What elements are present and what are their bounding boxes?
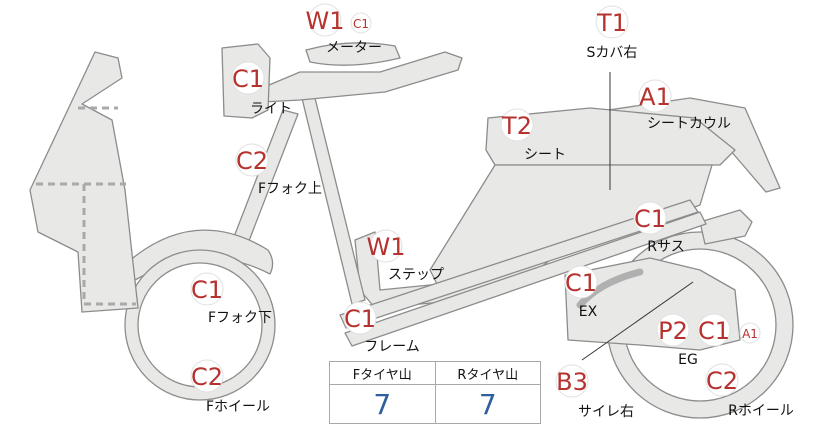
silencer-code: B3 bbox=[556, 368, 588, 396]
rear-suspension-code: C1 bbox=[634, 205, 666, 233]
front-tyre-header: Fタイヤ山 bbox=[329, 361, 436, 385]
meter-shape bbox=[305, 42, 401, 66]
front-wheel bbox=[124, 249, 276, 401]
engine-label: EG bbox=[678, 352, 698, 368]
seat-cover-label: Sカバ右 bbox=[587, 45, 638, 61]
rear-shock bbox=[699, 209, 753, 245]
seat-code: T2 bbox=[501, 112, 532, 140]
exhaust-label: EX bbox=[579, 304, 598, 320]
fork-upper-code: C2 bbox=[236, 147, 268, 175]
rear-wheel-code: C2 bbox=[706, 367, 738, 395]
meter-label: メーター bbox=[326, 40, 382, 56]
meter-sub-code: C1 bbox=[353, 17, 369, 31]
meter-code: W1 bbox=[306, 7, 345, 35]
light-label: ライト bbox=[250, 101, 292, 117]
frame-rail-lower bbox=[344, 211, 707, 347]
silencer-leader-line bbox=[581, 281, 694, 361]
fork-lower-label: Fフォク下 bbox=[208, 310, 272, 326]
engine-code: P2 bbox=[658, 317, 688, 345]
light-code: C1 bbox=[232, 65, 264, 93]
rear-tyre-value: 7 bbox=[434, 384, 541, 424]
front-wheel-code: C2 bbox=[191, 363, 223, 391]
front-wheel-label: Fホイール bbox=[206, 399, 270, 415]
fork-upper-label: Fフォク上 bbox=[258, 181, 322, 197]
engine-sub-code: A1 bbox=[742, 327, 758, 341]
front-tyre-value: 7 bbox=[329, 384, 436, 424]
rear-wheel-label: Rホイール bbox=[728, 403, 794, 419]
rear-tyre-header: Rタイヤ山 bbox=[434, 361, 541, 385]
tyre-tread-table: Fタイヤ山 Rタイヤ山 7 7 bbox=[329, 361, 541, 424]
engine-code-2: C1 bbox=[698, 317, 730, 345]
seat-label: シート bbox=[524, 147, 566, 163]
frame-code: C1 bbox=[344, 305, 376, 333]
exhaust-pipe bbox=[576, 268, 644, 309]
seat-cowl-code: A1 bbox=[639, 83, 671, 111]
handlebar bbox=[261, 51, 463, 103]
step-label: ステップ bbox=[388, 267, 444, 283]
parts-annotations: W1 C1 メーター T1 Sカバ右 C1 ライト A1 シートカウル T2 シ… bbox=[190, 3, 794, 420]
rear-suspension-label: Rサス bbox=[647, 239, 684, 255]
silencer-label: サイレ右 bbox=[578, 404, 634, 420]
front-legshield bbox=[29, 51, 139, 313]
seat-cover-code: T1 bbox=[596, 9, 627, 37]
seat-cowl-label: シートカウル bbox=[647, 116, 731, 132]
fork-lower-code: C1 bbox=[191, 276, 223, 304]
frame-label: フレーム bbox=[364, 339, 420, 355]
step-code: W1 bbox=[367, 233, 406, 261]
exhaust-code: C1 bbox=[565, 269, 597, 297]
